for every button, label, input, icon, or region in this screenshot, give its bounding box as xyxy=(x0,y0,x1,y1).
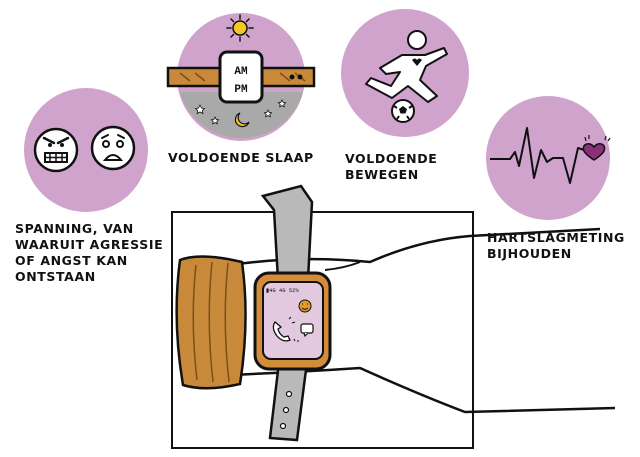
label-heart: HARTSLAGMETING BIJHOUDEN xyxy=(487,230,625,262)
label-sleep: VOLDOENDE SLAAP xyxy=(168,150,314,166)
label-sleep-line-1: VOLDOENDE SLAAP xyxy=(168,150,314,165)
sleeve-cuff xyxy=(175,255,247,390)
moon-icon xyxy=(234,112,250,128)
label-heart-line-1: HARTSLAGMETING xyxy=(487,230,625,245)
stress-circle xyxy=(24,88,148,212)
clock-face xyxy=(218,50,264,104)
label-exercise: VOLDOENDE BEWEGEN xyxy=(345,151,437,183)
label-stress-line-3: OF ANGST KAN xyxy=(15,253,128,268)
arm-illustration: ▮4G 4G 52% xyxy=(171,184,616,449)
arm-outline xyxy=(229,227,601,267)
phone-icon xyxy=(272,321,291,342)
smartwatch: ▮4G 4G 52% xyxy=(253,271,332,371)
label-stress-line-2: WAARUIT AGRESSIE xyxy=(15,237,164,252)
label-heart-line-2: BIJHOUDEN xyxy=(487,246,572,261)
label-exercise-line-1: VOLDOENDE xyxy=(345,151,438,166)
label-exercise-line-2: BEWEGEN xyxy=(345,167,419,182)
heartbeat-line xyxy=(490,127,585,184)
heart-icon xyxy=(582,143,606,161)
runner-icon xyxy=(365,30,448,103)
label-stress-line-1: SPANNING, VAN xyxy=(15,221,134,236)
angry-face-icon xyxy=(33,127,79,173)
sleep-illustration: AM PM xyxy=(166,13,316,141)
clock-pm-label: PM xyxy=(234,84,248,96)
exercise-illustration xyxy=(341,9,469,137)
sun-icon xyxy=(226,14,254,42)
message-icon xyxy=(300,323,314,334)
label-stress-line-4: ONTSTAAN xyxy=(15,269,96,284)
emoji-icon xyxy=(298,299,312,313)
stress-illustration xyxy=(24,88,148,212)
heart-circle xyxy=(486,96,610,220)
heart-illustration xyxy=(486,96,611,220)
watch-status: ▮4G 4G 52% xyxy=(266,287,299,294)
football-icon xyxy=(391,99,415,123)
clock-am-label: AM xyxy=(234,66,248,78)
scared-face-icon xyxy=(90,125,136,171)
label-stress: SPANNING, VAN WAARUIT AGRESSIE OF ANGST … xyxy=(15,221,163,285)
